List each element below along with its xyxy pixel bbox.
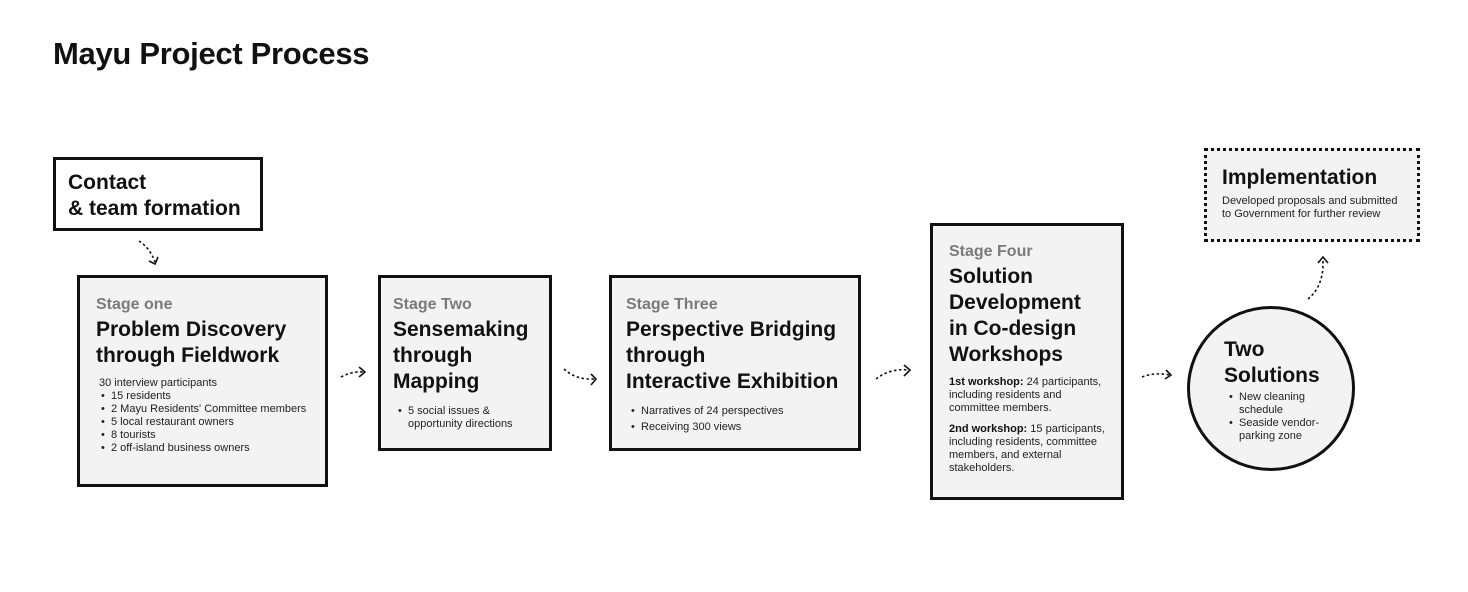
workshop-one-text: 1st workshop: 24 participants, including…	[949, 376, 1105, 415]
stage-three-box: Stage Three Perspective Bridging through…	[609, 275, 861, 451]
stage-four-title-line3: in Co-design	[949, 317, 1077, 340]
contact-box: Contact & team formation	[53, 157, 263, 231]
arrowhead-stage-two-to-three	[590, 373, 598, 386]
workshop-two-label: 2nd workshop:	[949, 423, 1028, 435]
stage-three-title-line2: through	[626, 344, 706, 367]
arrowhead-stage-three-to-four	[903, 364, 912, 377]
arrow-stage-four-to-solutions	[1141, 373, 1171, 378]
stage-three-title-line1: Perspective Bridging	[626, 318, 837, 341]
stage-two-title-line3: Mapping	[393, 370, 480, 393]
list-item: 15 residents	[96, 390, 309, 403]
arrow-stage-three-to-four	[875, 368, 910, 380]
stage-four-title-line4: Workshops	[949, 343, 1063, 366]
stage-four-label: Stage Four	[949, 243, 1033, 260]
list-item: 5 local restaurant owners	[96, 416, 309, 429]
stage-three-title-line3: Interactive Exhibition	[626, 370, 839, 393]
list-item: Narratives of 24 perspectives	[626, 405, 844, 418]
implementation-box: Implementation Developed proposals and s…	[1204, 148, 1420, 242]
arrow-stage-one-to-two	[340, 371, 365, 378]
stage-four-box: Stage Four Solution Development in Co-de…	[930, 223, 1124, 500]
list-item: Seaside vendor-parking zone	[1224, 417, 1334, 443]
list-item: 2 off-island business owners	[96, 442, 309, 455]
arrowhead-stage-four-to-solutions	[1164, 369, 1173, 380]
stage-one-title-line1: Problem Discovery	[96, 318, 287, 341]
stage-four-title-line2: Development	[949, 291, 1081, 314]
stage-two-list: 5 social issues & opportunity directions	[393, 405, 537, 431]
list-item-continuation: opportunity directions	[408, 418, 513, 430]
list-item: 2 Mayu Residents' Committee members	[96, 403, 309, 416]
solutions-title-line1: Two	[1224, 338, 1265, 361]
contact-title-line1: Contact	[68, 171, 147, 194]
implementation-text: Developed proposals and submitted to Gov…	[1222, 195, 1398, 220]
workshop-one-label: 1st workshop:	[949, 376, 1024, 388]
list-item: Receiving 300 views	[626, 421, 844, 434]
stage-one-label: Stage one	[96, 296, 173, 313]
arrowhead-stage-one-to-two	[358, 366, 367, 378]
stage-four-title-line1: Solution	[949, 265, 1033, 288]
arrowhead-solutions-to-implementation	[1317, 255, 1329, 264]
stage-one-title-line2: through Fieldwork	[96, 344, 280, 367]
arrow-contact-to-stage-one	[138, 240, 156, 263]
workshop-one-detail: 24 participants, including residents and…	[949, 376, 1102, 414]
contact-title-line2: & team formation	[68, 197, 241, 220]
workshop-two-detail: 15 participants, including residents, co…	[949, 423, 1105, 474]
stage-two-label: Stage Two	[393, 296, 472, 313]
stage-three-list: Narratives of 24 perspectives Receiving …	[626, 405, 844, 434]
stage-two-box: Stage Two Sensemaking through Mapping 5 …	[378, 275, 552, 451]
stage-one-intro: 30 interview participants	[99, 377, 218, 389]
arrow-stage-two-to-three	[563, 368, 595, 380]
arrow-solutions-to-implementation	[1307, 259, 1324, 300]
solutions-circle: Two Solutions New cleaning schedule Seas…	[1187, 306, 1355, 471]
list-item: New cleaning schedule	[1224, 391, 1334, 417]
solutions-list: New cleaning schedule Seaside vendor-par…	[1224, 391, 1334, 443]
stage-two-title-line1: Sensemaking	[393, 318, 529, 341]
solutions-title-line2: Solutions	[1224, 364, 1320, 387]
list-item: 5 social issues &	[393, 405, 537, 418]
stage-one-box: Stage one Problem Discovery through Fiel…	[77, 275, 328, 487]
stage-three-label: Stage Three	[626, 296, 718, 313]
arrowhead-contact-to-stage-one	[148, 256, 159, 266]
workshop-two-text: 2nd workshop: 15 participants, including…	[949, 423, 1105, 475]
stage-one-list: 15 residents 2 Mayu Residents' Committee…	[96, 390, 309, 455]
implementation-title: Implementation	[1222, 166, 1378, 189]
page-title: Mayu Project Process	[53, 36, 370, 71]
list-item: 8 tourists	[96, 429, 309, 442]
stage-two-title-line2: through	[393, 344, 473, 367]
